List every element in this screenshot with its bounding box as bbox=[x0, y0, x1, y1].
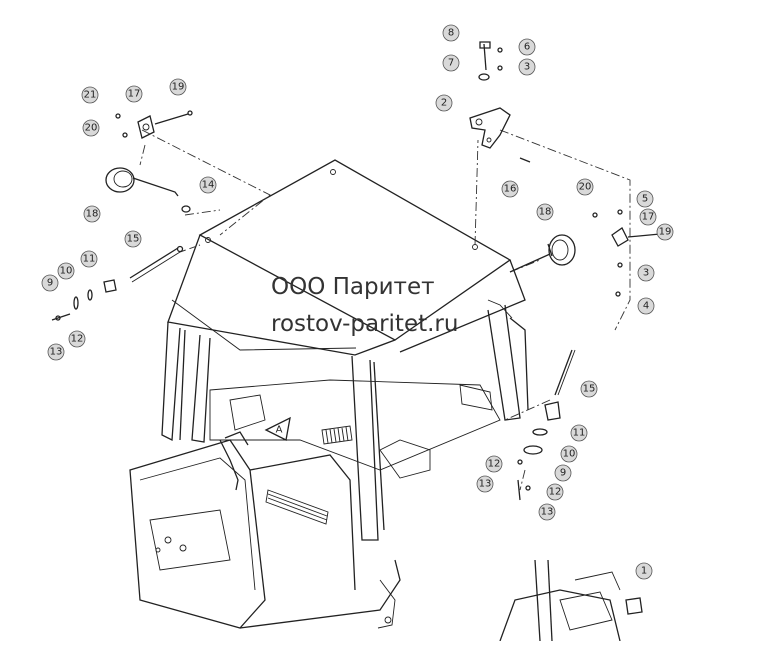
svg-text:4: 4 bbox=[643, 301, 649, 312]
callout-14: 14 bbox=[199, 176, 217, 194]
callout-11a: 11 bbox=[80, 250, 98, 268]
callout-13a: 13 bbox=[47, 343, 65, 361]
callout-1: 1 bbox=[635, 562, 653, 580]
top-bracket bbox=[469, 41, 531, 163]
callout-10a: 10 bbox=[57, 262, 75, 280]
svg-text:12: 12 bbox=[549, 487, 562, 498]
svg-text:6: 6 bbox=[524, 42, 530, 53]
callout-12a: 12 bbox=[68, 330, 86, 348]
callout-19a: 19 bbox=[169, 78, 187, 96]
callout-15a: 15 bbox=[124, 230, 142, 248]
callout-19b: 19 bbox=[656, 223, 674, 241]
callout-13c: 13 bbox=[538, 503, 556, 521]
callout-20b: 20 bbox=[576, 178, 594, 196]
svg-text:11: 11 bbox=[83, 254, 96, 265]
cab-frame: A bbox=[129, 159, 529, 629]
svg-text:18: 18 bbox=[539, 207, 552, 218]
svg-text:16: 16 bbox=[504, 184, 517, 195]
callout-3b: 3 bbox=[637, 264, 655, 282]
callout-5: 5 bbox=[636, 190, 654, 208]
cab-marker-label: A bbox=[276, 425, 283, 436]
callout-17b: 17 bbox=[639, 208, 657, 226]
svg-text:15: 15 bbox=[583, 384, 596, 395]
callouts: 1 2 3 3 4 5 6 7 8 9 9 10 10 11 11 12 12 … bbox=[41, 24, 674, 580]
leader-lines bbox=[139, 129, 631, 491]
callout-11b: 11 bbox=[570, 424, 588, 442]
callout-9a: 9 bbox=[41, 274, 59, 292]
left-work-light bbox=[105, 110, 193, 213]
svg-text:2: 2 bbox=[441, 98, 447, 109]
dash-grille bbox=[321, 425, 353, 445]
callout-18a: 18 bbox=[83, 205, 101, 223]
callout-17a: 17 bbox=[125, 85, 143, 103]
callout-7: 7 bbox=[442, 54, 460, 72]
callout-8: 8 bbox=[442, 24, 460, 42]
callout-20a: 20 bbox=[82, 119, 100, 137]
right-work-light bbox=[509, 209, 661, 297]
callout-12c: 12 bbox=[546, 483, 564, 501]
svg-text:8: 8 bbox=[448, 28, 454, 39]
svg-text:9: 9 bbox=[47, 278, 53, 289]
svg-text:10: 10 bbox=[60, 266, 73, 277]
svg-text:11: 11 bbox=[573, 428, 586, 439]
callout-13b: 13 bbox=[476, 475, 494, 493]
callout-18b: 18 bbox=[536, 203, 554, 221]
svg-text:21: 21 bbox=[84, 90, 97, 101]
callout-15b: 15 bbox=[580, 380, 598, 398]
svg-text:12: 12 bbox=[71, 334, 84, 345]
callout-12b: 12 bbox=[485, 455, 503, 473]
svg-text:13: 13 bbox=[50, 347, 63, 358]
callout-21: 21 bbox=[81, 86, 99, 104]
svg-text:5: 5 bbox=[642, 194, 648, 205]
svg-text:20: 20 bbox=[579, 182, 592, 193]
svg-text:3: 3 bbox=[524, 62, 530, 73]
watermark: ООО Паритет rostov-paritet.ru bbox=[271, 274, 458, 337]
watermark-company: ООО Паритет bbox=[271, 274, 435, 300]
svg-text:12: 12 bbox=[488, 459, 501, 470]
svg-text:17: 17 bbox=[128, 89, 141, 100]
svg-text:17: 17 bbox=[642, 212, 655, 223]
svg-text:13: 13 bbox=[479, 479, 492, 490]
svg-text:7: 7 bbox=[448, 58, 454, 69]
svg-text:3: 3 bbox=[643, 268, 649, 279]
svg-text:19: 19 bbox=[659, 227, 672, 238]
svg-text:18: 18 bbox=[86, 209, 99, 220]
svg-text:10: 10 bbox=[563, 449, 576, 460]
svg-text:14: 14 bbox=[202, 180, 215, 191]
left-antenna-parts bbox=[51, 245, 184, 321]
svg-text:9: 9 bbox=[560, 468, 566, 479]
callout-9b: 9 bbox=[554, 464, 572, 482]
cab-marker: A bbox=[264, 416, 291, 441]
callout-2: 2 bbox=[435, 94, 453, 112]
callout-10b: 10 bbox=[560, 445, 578, 463]
svg-text:20: 20 bbox=[85, 123, 98, 134]
svg-text:1: 1 bbox=[641, 566, 647, 577]
callout-3a: 3 bbox=[518, 58, 536, 76]
svg-text:19: 19 bbox=[172, 82, 185, 93]
watermark-website: rostov-paritet.ru bbox=[271, 311, 458, 337]
callout-6: 6 bbox=[518, 38, 536, 56]
svg-text:15: 15 bbox=[127, 234, 140, 245]
right-antenna-parts bbox=[517, 349, 576, 501]
callout-16: 16 bbox=[501, 180, 519, 198]
bottom-right-detail bbox=[499, 559, 643, 642]
svg-text:13: 13 bbox=[541, 507, 554, 518]
callout-4: 4 bbox=[637, 297, 655, 315]
